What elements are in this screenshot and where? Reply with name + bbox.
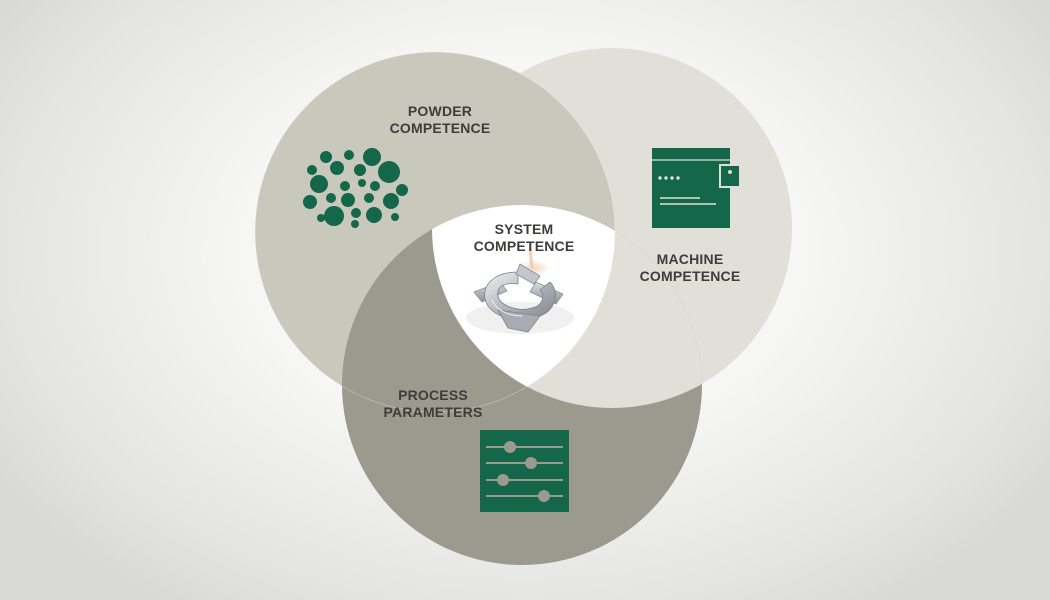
parameter-sliders-icon bbox=[480, 430, 569, 512]
system-label-line2: COMPETENCE bbox=[473, 238, 575, 254]
machine-label-line2: COMPETENCE bbox=[639, 268, 741, 284]
powder-particles-icon bbox=[303, 148, 408, 228]
system-label-line1: SYSTEM bbox=[494, 221, 554, 237]
process-label-line2: PARAMETERS bbox=[383, 404, 483, 420]
system-competence-label: SYSTEM COMPETENCE bbox=[474, 221, 575, 255]
process-parameters-label: PROCESS PARAMETERS bbox=[384, 387, 483, 421]
printed-part-image bbox=[466, 247, 574, 334]
powder-label-line2: COMPETENCE bbox=[389, 120, 491, 136]
machine-label-line1: MACHINE bbox=[656, 251, 724, 267]
powder-competence-label: POWDER COMPETENCE bbox=[390, 103, 491, 137]
powder-label-line1: POWDER bbox=[407, 103, 473, 119]
powder-circle-outline bbox=[254, 51, 616, 413]
machine-competence-label: MACHINE COMPETENCE bbox=[640, 251, 741, 285]
process-label-line1: PROCESS bbox=[398, 387, 468, 403]
machine-icon bbox=[652, 148, 741, 228]
